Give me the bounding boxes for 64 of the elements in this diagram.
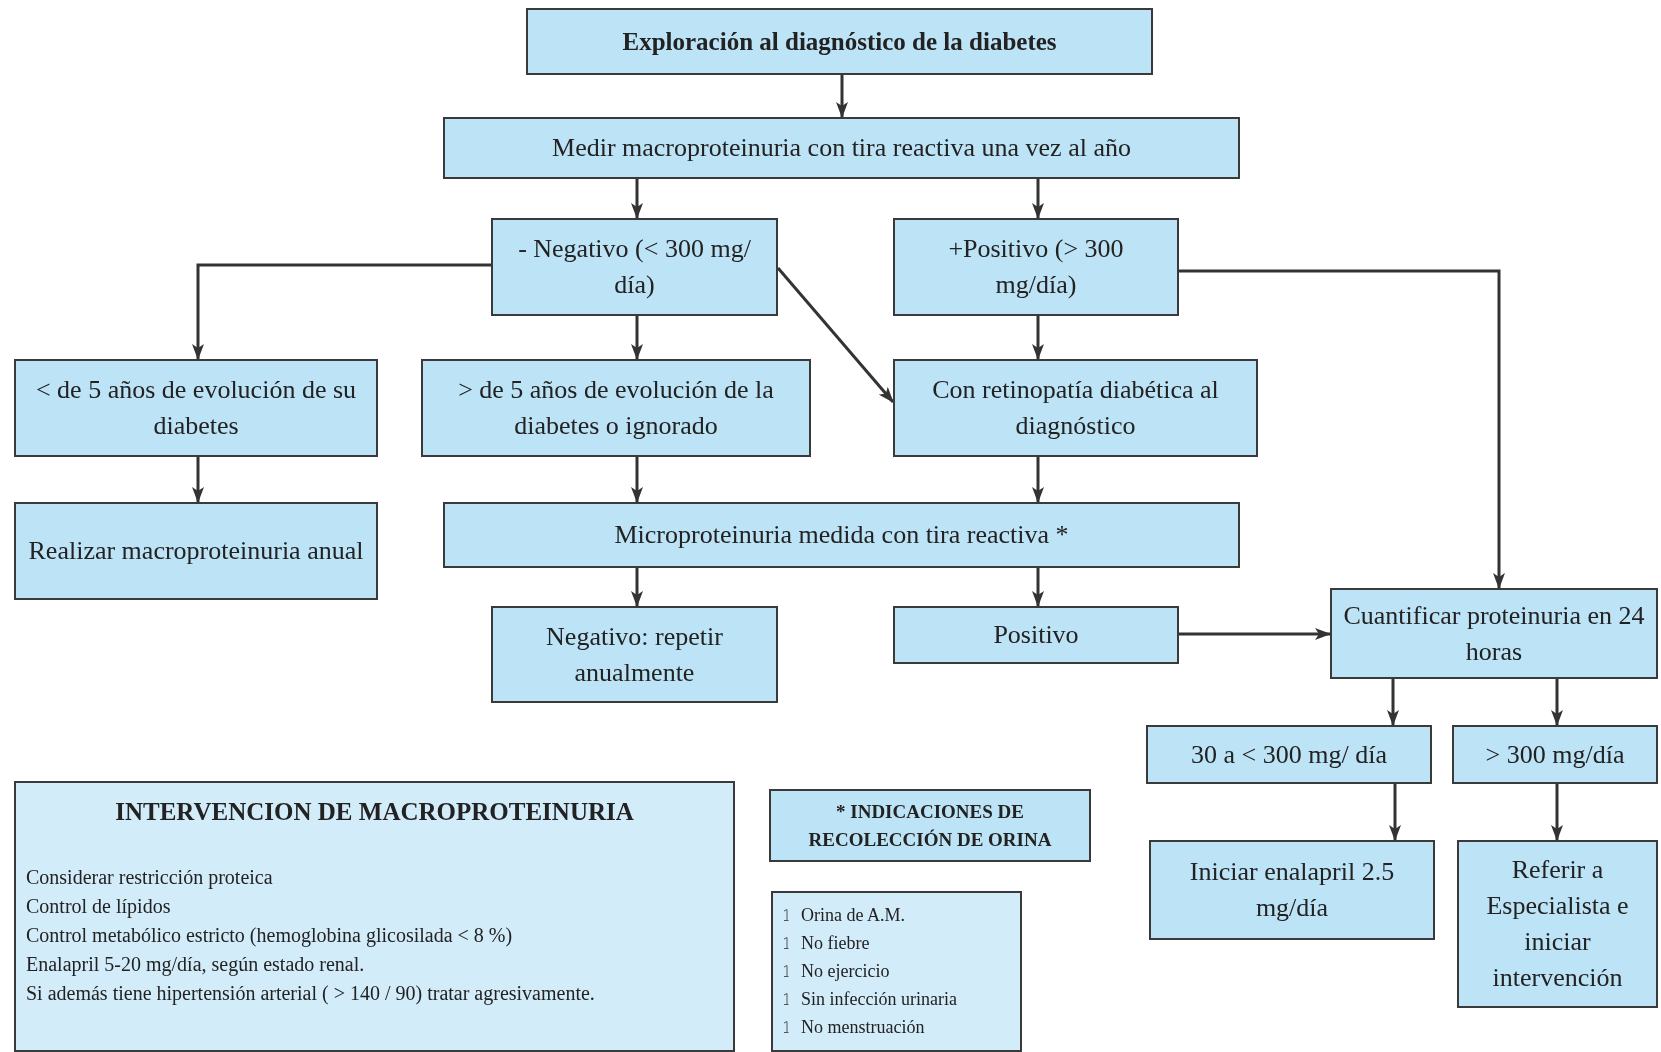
list-item: No menstruación bbox=[801, 1016, 925, 1039]
process-box bbox=[1149, 840, 1435, 940]
list-item: No ejercicio bbox=[801, 960, 890, 983]
arrow bbox=[631, 568, 643, 607]
node-label: Con retinopatía diabética al diagnóstico bbox=[931, 374, 1220, 442]
process-box bbox=[893, 606, 1179, 664]
process-box bbox=[443, 502, 1240, 568]
arrow bbox=[1032, 316, 1044, 360]
panel-heading: INTERVENCION DE MACROPROTEINURIA bbox=[115, 797, 634, 827]
panel-text: Control de lípidos bbox=[26, 894, 171, 920]
arrow bbox=[631, 179, 643, 219]
process-box bbox=[1330, 588, 1658, 679]
process-box bbox=[893, 218, 1179, 316]
process-box bbox=[893, 359, 1258, 457]
node-label: * INDICACIONES DE RECOLECCIÓN DE ORINA bbox=[807, 799, 1053, 852]
process-box bbox=[443, 117, 1240, 179]
arrow bbox=[1179, 269, 1505, 589]
arrow bbox=[1032, 457, 1044, 503]
node-label: Exploración al diagnóstico de la diabetes bbox=[622, 26, 1057, 57]
panel-text: Si además tiene hipertensión arterial ( > 140 / 90) tratar agresivamente. bbox=[26, 981, 595, 1007]
list-item: Sin infección urinaria bbox=[801, 988, 957, 1011]
node-label: - Negativo (< 300 mg/ día) bbox=[517, 233, 752, 301]
arrow bbox=[1551, 679, 1563, 726]
node-label: Realizar macroproteinuria anual bbox=[28, 535, 364, 567]
node-label: > de 5 años de evolución de la diabetes o ignorado bbox=[457, 374, 775, 442]
node-label: Negativo: repetir anualmente bbox=[545, 620, 724, 689]
process-box bbox=[14, 502, 378, 600]
process-box bbox=[1452, 725, 1658, 784]
list-item: Orina de A.M. bbox=[801, 904, 905, 927]
checklist-box bbox=[771, 891, 1022, 1052]
panel-text: Enalapril 5-20 mg/día, según estado renal. bbox=[26, 952, 365, 978]
process-box bbox=[1457, 840, 1658, 1008]
arrow bbox=[631, 457, 643, 503]
node-label: Cuantificar proteinuria en 24 horas bbox=[1342, 599, 1646, 668]
process-box bbox=[526, 8, 1153, 75]
node-label: Referir a Especialista e iniciar intervención bbox=[1485, 854, 1630, 994]
node-label: 30 a < 300 mg/ día bbox=[1191, 738, 1387, 771]
arrow bbox=[1179, 628, 1331, 640]
arrow bbox=[1387, 679, 1399, 726]
node-label: +Positivo (> 300 mg/día) bbox=[947, 233, 1125, 301]
process-box bbox=[491, 606, 778, 703]
arrow bbox=[1389, 784, 1401, 841]
node-label: Positivo bbox=[993, 619, 1079, 651]
arrow bbox=[1551, 784, 1563, 841]
panel-text: Considerar restricción proteica bbox=[26, 865, 273, 891]
arrow bbox=[1032, 179, 1044, 219]
arrow bbox=[1032, 568, 1044, 607]
arrow bbox=[192, 457, 204, 503]
process-box bbox=[1146, 725, 1432, 784]
arrow bbox=[836, 75, 848, 118]
process-box bbox=[421, 359, 811, 457]
info-panel bbox=[14, 781, 735, 1052]
process-box bbox=[769, 789, 1091, 862]
list-item: No fiebre bbox=[801, 932, 870, 955]
node-label: Medir macroproteinuria con tira reactiva una vez al año bbox=[552, 132, 1131, 164]
panel-text: Control metabólico estricto (hemoglobina glicosilada < 8 %) bbox=[26, 923, 513, 949]
process-box bbox=[14, 359, 378, 457]
arrow bbox=[631, 316, 643, 360]
node-label: < de 5 años de evolución de su diabetes bbox=[34, 374, 358, 442]
node-label: Iniciar enalapril 2.5 mg/día bbox=[1188, 856, 1396, 924]
node-label: > 300 mg/día bbox=[1485, 738, 1625, 771]
process-box bbox=[491, 218, 778, 316]
arrow bbox=[192, 263, 491, 360]
node-label: Microproteinuria medida con tira reactiva * bbox=[614, 519, 1069, 551]
